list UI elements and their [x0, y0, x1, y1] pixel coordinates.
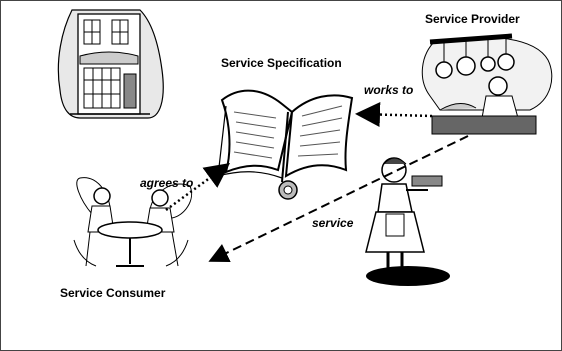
works-to-arrow — [355, 102, 433, 128]
restaurant-building-icon — [57, 9, 164, 119]
agrees-to-label: agrees to — [140, 176, 194, 190]
service-consumer-label: Service Consumer — [60, 286, 166, 300]
service-provider-label: Service Provider — [425, 12, 520, 26]
chef-kitchen-icon — [421, 33, 553, 135]
service-specification-label: Service Specification — [221, 56, 342, 70]
open-book-icon — [217, 89, 354, 200]
service-label: service — [312, 216, 354, 230]
works-to-label: works to — [364, 83, 414, 97]
diners-table-icon — [73, 177, 192, 267]
waitress-icon — [365, 157, 450, 286]
service-arrow — [208, 135, 469, 263]
